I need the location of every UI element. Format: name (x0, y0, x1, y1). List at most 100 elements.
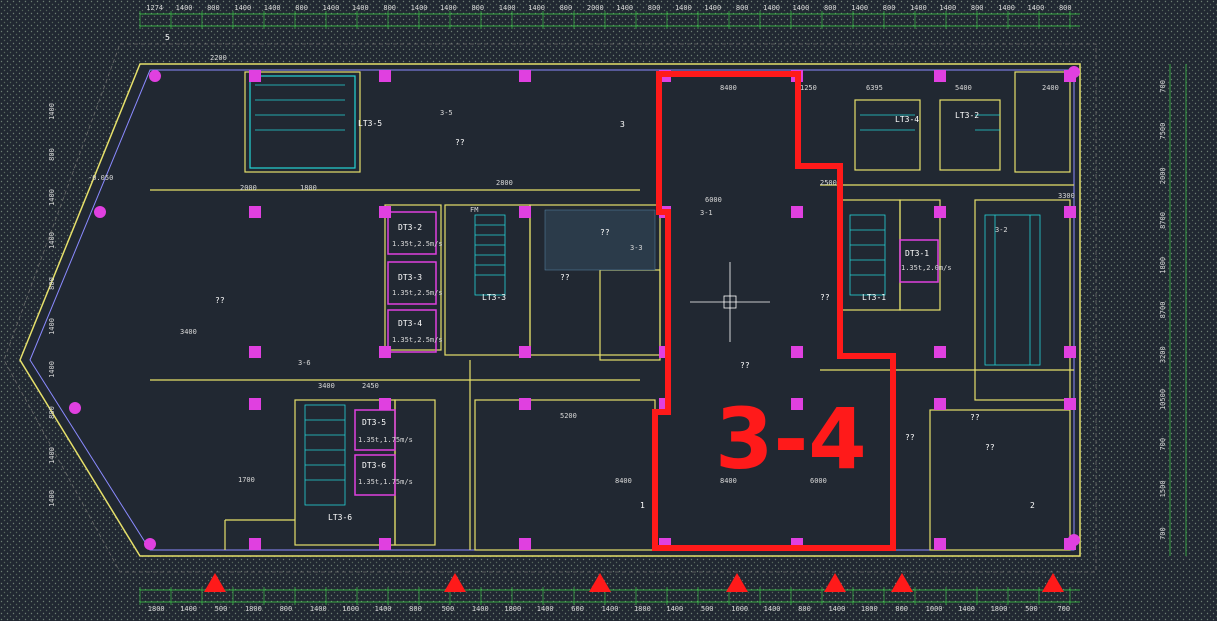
dimension-value: 800 (736, 4, 749, 12)
svg-text:6000: 6000 (705, 196, 722, 204)
svg-text:5400: 5400 (955, 84, 972, 92)
column-marker (144, 538, 156, 550)
elevator-spec: 1.35t,2.5m/s (392, 240, 443, 248)
dimension-value: 800 (824, 4, 837, 12)
column-marker (69, 402, 81, 414)
entrance-markers (204, 573, 1064, 592)
dimension-value: 1400 (616, 4, 633, 12)
svg-text:2450: 2450 (362, 382, 379, 390)
stair-label: LT3-5 (358, 119, 382, 128)
stair-label: LT3-3 (482, 293, 506, 302)
building-footprint (19, 63, 1081, 557)
dimension-value: 1400 (264, 4, 281, 12)
column-marker (791, 398, 803, 410)
stair-label: LT3-2 (955, 111, 979, 120)
room-label: ?? (985, 443, 995, 452)
dimension-value: 1800 (148, 605, 165, 613)
dimension-value: 800 (383, 4, 396, 12)
dimension-value: 1600 (731, 605, 748, 613)
dimension-value: 700 (1159, 438, 1167, 451)
room-label: ?? (740, 361, 750, 370)
dimension-value: 1400 (48, 447, 56, 464)
dimension-value: 1400 (48, 103, 56, 120)
column-marker (934, 206, 946, 218)
room-labels: ?? ?? ?? ?? ?? ?? ?? ?? ?? (215, 138, 995, 452)
column-marker (934, 346, 946, 358)
zone-number: 3 (620, 120, 625, 129)
entrance-triangle (824, 573, 846, 592)
crosshair-cursor (690, 262, 770, 342)
stair-label: LT3-1 (862, 293, 886, 302)
misc-label: 3-3 (630, 244, 643, 252)
dimension-value: 800 (280, 605, 293, 613)
column-marker (1068, 534, 1080, 546)
dimension-value: 800 (48, 277, 56, 290)
column-marker (249, 70, 261, 82)
dimension-value: 1400 (851, 4, 868, 12)
zone-3-4-highlight[interactable] (652, 71, 896, 551)
dimension-value: 800 (883, 4, 896, 12)
svg-text:3400: 3400 (180, 328, 197, 336)
elevator-id: DT3-4 (398, 319, 422, 328)
room-label: ?? (215, 296, 225, 305)
entrance-triangle (1042, 573, 1064, 592)
stair-labels: LT3-5 LT3-4 LT3-2 LT3-1 LT3-3 LT3-6 (328, 111, 979, 522)
column-marker (519, 538, 531, 550)
dimension-value: 10500 (1159, 389, 1167, 410)
zone-number: 2 (1030, 501, 1035, 510)
elevator-spec: 1.35t,2.5m/s (392, 336, 443, 344)
column-marker (519, 346, 531, 358)
column-marker (149, 70, 161, 82)
elevator-spec: 1.35t,1.75m/s (358, 436, 413, 444)
dimension-value: 1400 (180, 605, 197, 613)
room-label: ?? (560, 273, 570, 282)
elevator-id: DT3-3 (398, 273, 422, 282)
misc-label: 3-6 (298, 359, 311, 367)
dimension-value: 1400 (666, 605, 683, 613)
dimension-value: 1400 (48, 189, 56, 206)
elevator-id: DT3-2 (398, 223, 422, 232)
dimension-value: 1800 (245, 605, 262, 613)
dimension-value: 500 (442, 605, 455, 613)
dimension-value: 1400 (352, 4, 369, 12)
svg-text:1700: 1700 (238, 476, 255, 484)
dimension-value: 500 (215, 605, 228, 613)
dimension-value: 1400 (48, 318, 56, 335)
svg-text:2200: 2200 (210, 54, 227, 62)
dimension-value: 1400 (440, 4, 457, 12)
dimension-value: 800 (409, 605, 422, 613)
dimension-value: 1800 (1159, 257, 1167, 274)
dimension-value: 1400 (828, 605, 845, 613)
site-outline (3, 43, 1097, 573)
dimension-value: 1400 (910, 4, 927, 12)
elevator-shafts (354, 211, 939, 496)
dimension-value: 1400 (48, 490, 56, 507)
column-marker (379, 398, 391, 410)
dimension-value: 8700 (1159, 212, 1167, 229)
column-marker (379, 70, 391, 82)
entrance-triangle (204, 573, 226, 592)
dimension-value: 800 (48, 406, 56, 419)
svg-text:2000: 2000 (240, 184, 257, 192)
misc-label: 3-2 (995, 226, 1008, 234)
dimension-value: 800 (1059, 4, 1072, 12)
column-marker (791, 206, 803, 218)
dimension-value: 1400 (1027, 4, 1044, 12)
elevator-id: DT3-5 (362, 418, 386, 427)
dimension-value: 1400 (704, 4, 721, 12)
column-marker (934, 538, 946, 550)
column-marker (249, 398, 261, 410)
column-marker (1068, 66, 1080, 78)
column-marker (519, 70, 531, 82)
dimension-value: 1800 (634, 605, 651, 613)
dimension-value: 1800 (991, 605, 1008, 613)
room-label: ?? (600, 228, 610, 237)
dimension-value: 1000 (926, 605, 943, 613)
dimension-value: 800 (895, 605, 908, 613)
dimension-value: 1400 (375, 605, 392, 613)
misc-label: FM (470, 206, 478, 214)
dimension-value: 1400 (939, 4, 956, 12)
column-marker (519, 206, 531, 218)
